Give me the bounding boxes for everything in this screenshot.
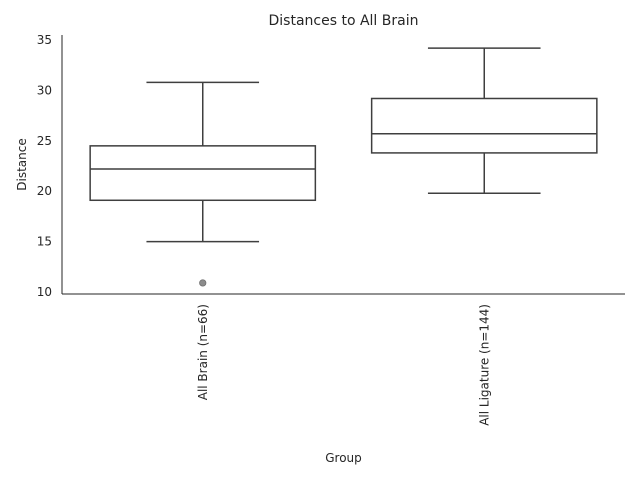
chart-title: Distances to All Brain — [269, 13, 419, 29]
iqr-box — [370, 97, 598, 154]
y-tick-label: 30 — [37, 83, 52, 97]
x-tick-label: All Ligature (n=144) — [477, 304, 491, 426]
x-axis-label: Group — [325, 451, 362, 465]
x-tick-label: All Brain (n=66) — [196, 304, 210, 400]
iqr-box — [89, 145, 317, 202]
y-tick-label: 20 — [37, 184, 52, 198]
y-tick-label: 25 — [37, 134, 52, 148]
y-tick-label: 10 — [37, 285, 52, 299]
y-tick-label: 15 — [37, 235, 52, 249]
y-tick-label: 35 — [37, 33, 52, 47]
outlier-point — [199, 279, 207, 287]
y-axis-label: Distance — [15, 138, 29, 190]
